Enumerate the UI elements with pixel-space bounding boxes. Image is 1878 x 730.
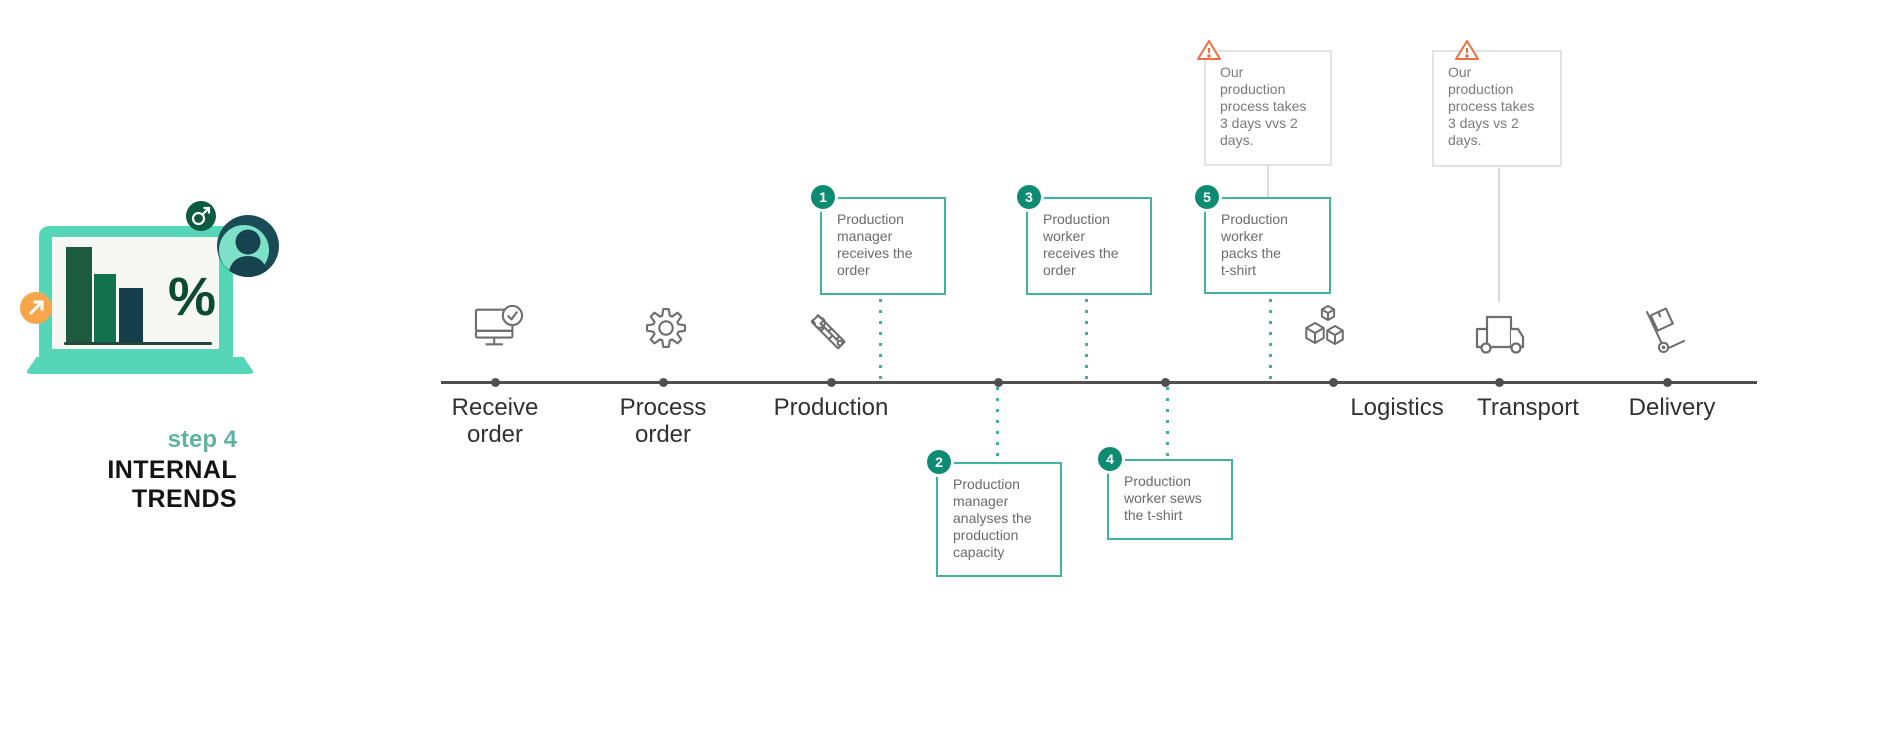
timeline-dot [1495,378,1504,387]
timeline-label-production: Production [773,394,889,421]
timeline-label-logistics: Logistics [1350,394,1444,421]
callout-connector [996,387,999,459]
slide-title-line1: INTERNAL [107,456,237,484]
warning-connector [1267,166,1269,197]
timeline-label-delivery: Delivery [1628,394,1716,421]
warning-connector [1498,168,1500,302]
callout-box-2: Production manager analyses the producti… [936,462,1062,577]
timeline-dot [827,378,836,387]
warning-note-1: Our production process takes 3 days vvs … [1204,50,1332,166]
timeline-dot [994,378,1003,387]
warning-note-2: Our production process takes 3 days vs 2… [1432,50,1562,167]
callout-badge-1: 1 [811,185,835,209]
timeline-dot [1329,378,1338,387]
timeline-label-process-order: Process order [619,394,707,448]
slide-title: INTERNAL TRENDS [0,456,237,514]
male-symbol-icon [186,201,216,236]
timeline-dot [659,378,668,387]
callout-connector [1269,299,1272,379]
percent-symbol: % [167,267,216,327]
step-label: step 4 [167,426,237,453]
person-avatar-icon [217,215,279,282]
tools-icon [806,309,851,354]
callout-badge-3: 3 [1017,185,1041,209]
callout-box-4: Production worker sews the t-shirt [1107,459,1233,540]
timeline-dot [1161,378,1170,387]
slide-title-line2: TRENDS [131,485,237,513]
callout-box-1: Production manager receives the order [820,197,946,295]
callout-box-5: Production worker packs the t-shirt [1204,197,1331,294]
callout-connector [879,299,882,379]
timeline-dot [491,378,500,387]
trend-arrow-icon [20,292,52,329]
timeline-label-transport: Transport [1477,394,1579,421]
warning-triangle-icon [1196,39,1222,67]
boxes-icon [1301,303,1353,353]
laptop-base [25,357,255,374]
callout-badge-4: 4 [1098,447,1122,471]
callout-box-3: Production worker receives the order [1026,197,1152,295]
bar-chart-bar [119,288,143,343]
callout-badge-2: 2 [927,450,951,474]
hand-truck-icon [1638,305,1688,355]
monitor-check-icon [473,303,525,351]
callout-connector [1166,387,1169,456]
bar-chart-bar [66,247,92,343]
bar-chart-bar [94,274,116,343]
warning-triangle-icon [1454,39,1480,67]
timeline-dot [1663,378,1672,387]
gear-icon [643,305,689,351]
callout-connector [1085,299,1088,379]
bar-chart-baseline [64,342,212,345]
truck-icon [1475,313,1527,355]
callout-badge-5: 5 [1195,185,1219,209]
timeline-label-receive-order: Receive order [451,394,539,448]
timeline-line [441,381,1757,384]
